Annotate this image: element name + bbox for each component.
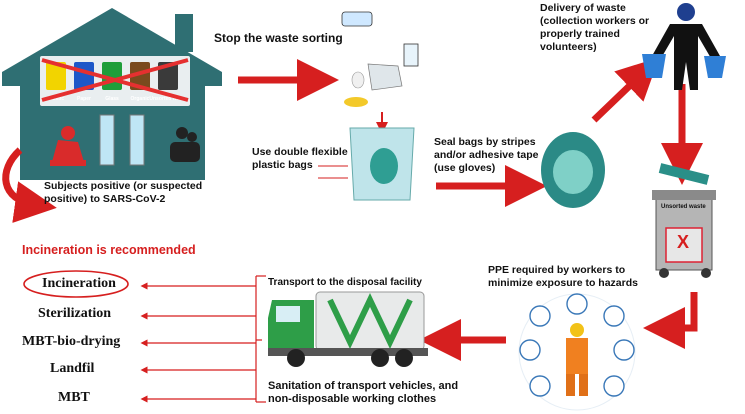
unsorted-waste-bin-icon: [652, 163, 716, 278]
sorting-bin-label: Unsorted waste: [149, 96, 186, 102]
garbage-truck-icon: [268, 291, 428, 367]
sorting-bin-label: Glass: [105, 96, 119, 102]
plastic-bag-icon: [349, 127, 415, 201]
ppe-icons: [518, 293, 636, 411]
option-sterilization: Sterilization: [38, 306, 112, 321]
step-seal-bags: Seal bags by stripes and/or adhesive tap…: [434, 136, 539, 174]
step-delivery: Delivery of waste (collection workers or…: [540, 2, 650, 53]
curved-arrow: [2, 147, 57, 223]
sorting-bin-label: Paper: [77, 96, 91, 102]
step-transport: Transport to the disposal facility: [268, 277, 422, 288]
sorting-bin-label: Plastic: [48, 96, 64, 102]
sorting-bin-organic: Organic: [130, 62, 150, 102]
incineration-highlight: [23, 270, 129, 298]
option-landfil: Landfil: [50, 361, 95, 376]
option-incineration: Incineration: [42, 276, 116, 291]
flow-arrows: [238, 57, 703, 361]
sorting-bin-plastic: Plastic: [46, 62, 66, 102]
bin-x-mark: X: [677, 232, 690, 252]
sorting-bin-unsorted-waste: Unsorted waste: [149, 62, 187, 102]
step-ppe: PPE required by workers to minimize expo…: [488, 264, 638, 289]
step-double-bags: Use double flexible plastic bags: [252, 146, 348, 171]
bin-label: Unsorted waste: [661, 204, 706, 210]
worker-icon: [642, 3, 726, 90]
option-mbt: MBT: [58, 390, 90, 405]
options-connector: [255, 275, 266, 403]
option-arrows: [140, 282, 256, 403]
step-subjects: Subjects positive (or suspected positive…: [44, 180, 203, 205]
incineration-note: Incineration is recommended: [22, 243, 196, 257]
option-mbt-bio-drying: MBT-bio-drying: [22, 334, 121, 349]
waste-items-icon: [341, 11, 419, 107]
step-stop-sorting: Stop the waste sorting: [214, 31, 343, 45]
sorting-bin-label: Organic: [131, 96, 150, 102]
sealed-bag-icon: [541, 132, 605, 208]
sick-person-icon: [50, 126, 86, 166]
family-icon: [170, 127, 200, 162]
step-sanitation: Sanitation of transport vehicles, and no…: [268, 380, 459, 405]
